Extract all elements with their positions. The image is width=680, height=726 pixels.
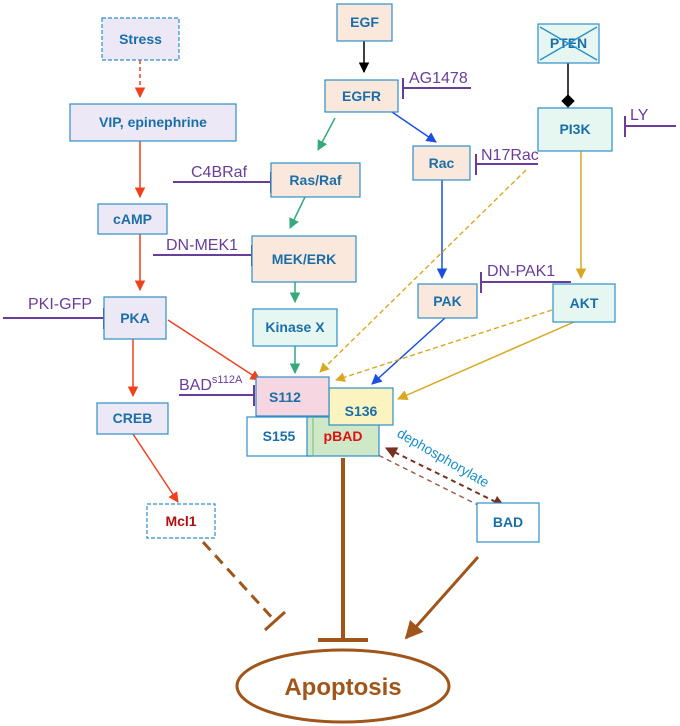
- edge-creb-mcl1: [132, 433, 179, 503]
- node-apoptosis: Apoptosis: [235, 648, 451, 724]
- node-creb: CREB: [96, 402, 169, 435]
- svg-text:S112: S112: [269, 389, 301, 405]
- edge-mcl1-apoptosis-bar: [263, 610, 287, 632]
- node-camp: cAMP: [97, 203, 168, 235]
- svg-text:VIP, epinephrine: VIP, epinephrine: [99, 114, 207, 130]
- inhibitor-dnpak1-label: DN-PAK1: [487, 263, 555, 280]
- edge-akt-s136: [397, 321, 575, 401]
- inhibitor-dnpak1: DN-PAK1: [480, 263, 571, 293]
- svg-text:MEK/ERK: MEK/ERK: [272, 251, 337, 267]
- edge-bad-apoptosis: [404, 556, 480, 640]
- node-s112: S112: [255, 376, 330, 417]
- edge-pak-s136: [371, 317, 446, 385]
- node-pka: PKA: [103, 296, 167, 340]
- inhibitors: AG1478 C4BRaf DN-MEK1 PKI-GFP N17Rac DN-…: [3, 70, 676, 406]
- inhibitor-dnmek1: DN-MEK1: [153, 237, 253, 266]
- inhibitor-c4braf: C4BRaf: [173, 164, 272, 193]
- svg-text:pBAD: pBAD: [324, 428, 363, 444]
- node-mek-erk: MEK/ERK: [251, 235, 357, 283]
- node-vip-epinephrine: VIP, epinephrine: [69, 103, 237, 142]
- svg-text:S155: S155: [263, 428, 296, 444]
- svg-text:AKT: AKT: [570, 295, 599, 311]
- inhibitor-bad-s112a-label: BADs112A: [179, 374, 243, 394]
- edge-rasraf-mekerk: [289, 196, 306, 229]
- svg-text:Rac: Rac: [429, 155, 455, 171]
- edge-bad-pbad-dephos-2: [377, 454, 497, 515]
- edge-mcl1-apoptosis: [201, 540, 277, 623]
- svg-text:PI3K: PI3K: [559, 121, 590, 137]
- node-mcl1: Mcl1: [146, 503, 216, 539]
- svg-text:EGF: EGF: [350, 14, 379, 30]
- inhibitor-pkigfp-label: PKI-GFP: [28, 296, 92, 313]
- inhibitor-ly: LY: [624, 107, 676, 137]
- svg-text:S136: S136: [345, 403, 378, 419]
- pten-knockout-cross-2: [539, 26, 598, 61]
- nodes: Stress VIP, epinephrine cAMP PKA CREB Mc…: [69, 3, 616, 724]
- node-egf: EGF: [336, 3, 393, 42]
- node-akt: AKT: [552, 283, 616, 323]
- node-ras-raf: Ras/Raf: [270, 162, 361, 198]
- svg-text:EGFR: EGFR: [342, 88, 381, 104]
- node-pten: PTEN: [537, 23, 600, 64]
- node-s136: S136: [328, 387, 394, 426]
- svg-text:cAMP: cAMP: [113, 211, 152, 227]
- svg-text:PAK: PAK: [433, 293, 462, 309]
- node-pak: PAK: [417, 283, 478, 319]
- inhibitor-ly-label: LY: [630, 107, 649, 124]
- inhibitor-pkigfp: PKI-GFP: [3, 296, 105, 329]
- svg-text:Stress: Stress: [119, 31, 162, 47]
- node-kinase-x: Kinase X: [252, 308, 338, 347]
- node-bad: BAD: [476, 502, 540, 543]
- inhibitor-ag1478: AG1478: [402, 70, 471, 99]
- node-stress: Stress: [101, 17, 180, 61]
- node-pi3k: PI3K: [537, 107, 613, 152]
- inhibitor-c4braf-label: C4BRaf: [191, 164, 248, 181]
- svg-text:BAD: BAD: [493, 514, 523, 530]
- inhibitor-bad-s112a: BADs112A: [179, 374, 255, 406]
- edge-akt-s112-dashed: [335, 309, 553, 382]
- svg-text:Kinase X: Kinase X: [265, 319, 325, 335]
- svg-text:PKA: PKA: [120, 310, 150, 326]
- edge-rac-s112-dashed: [319, 169, 527, 373]
- svg-text:CREB: CREB: [113, 410, 153, 426]
- edge-bad-pbad-dephos: [384, 447, 506, 507]
- svg-text:Mcl1: Mcl1: [165, 513, 196, 529]
- inhibitor-ag1478-label: AG1478: [409, 70, 468, 87]
- inhibitor-n17rac-label: N17Rac: [481, 147, 539, 164]
- node-s155: S155: [246, 416, 312, 457]
- edge-egfr-rasraf: [317, 117, 336, 151]
- svg-text:Apoptosis: Apoptosis: [284, 674, 401, 701]
- node-egfr: EGFR: [324, 79, 399, 113]
- inhibitor-n17rac: N17Rac: [475, 147, 539, 175]
- edges: [127, 41, 587, 642]
- edge-egfr-rac: [391, 111, 437, 143]
- dephosphorylate-label: dephosphorylate: [395, 425, 493, 491]
- edge-pka-s112: [167, 319, 261, 381]
- node-rac: Rac: [412, 145, 471, 181]
- inhibitor-dnmek1-label: DN-MEK1: [166, 237, 238, 254]
- svg-text:Ras/Raf: Ras/Raf: [289, 172, 341, 188]
